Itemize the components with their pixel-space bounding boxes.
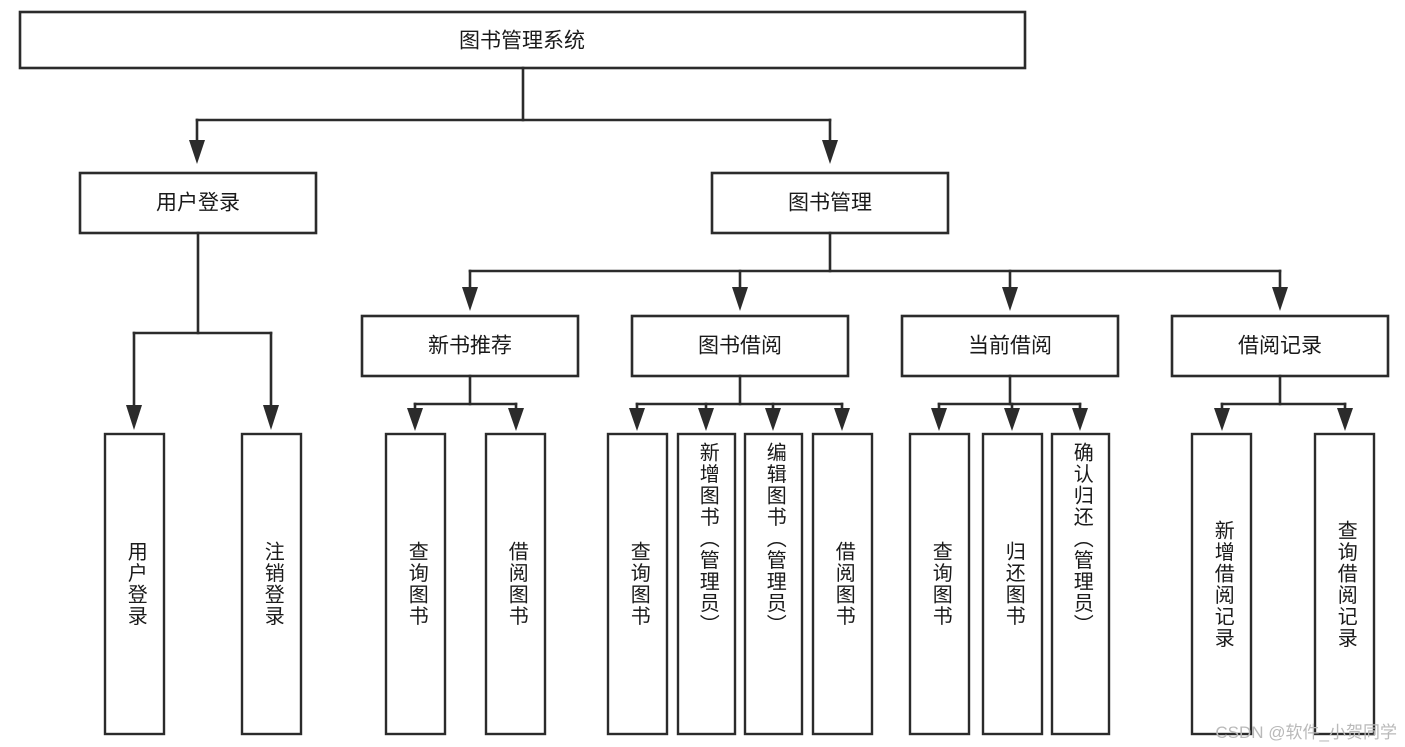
arrow-head-leaf-rec-borrow — [508, 408, 524, 431]
leaf-br-add-label: 新增借阅记录 — [1211, 519, 1234, 649]
user-login-label: 用户登录 — [156, 192, 240, 215]
leaf-cb-return[interactable]: 归还图书 — [983, 434, 1042, 734]
arrow-head-leaf-bb-borrow — [834, 408, 850, 431]
arrow-head-leaf-br-add — [1214, 408, 1230, 431]
node-user-login[interactable]: 用户登录 — [78, 171, 318, 235]
leaf-cb-query[interactable]: 查询图书 — [910, 434, 969, 734]
connector-book-manage-to-level3 — [462, 231, 1288, 311]
arrow-head-leaf-bb-query — [629, 408, 645, 431]
leaf-rec-query[interactable]: 查询图书 — [386, 434, 445, 734]
leaf-cb-query-box[interactable] — [908, 432, 971, 736]
leaf-bb-query-box[interactable] — [606, 432, 669, 736]
leaf-boxes — [103, 432, 1376, 736]
leaf-br-add-box[interactable] — [1190, 432, 1253, 736]
leaf-br-query-label: 查询借阅记录 — [1334, 519, 1357, 649]
arrow-head-new-book-rec — [462, 287, 478, 311]
arrow-head-user-login — [189, 140, 205, 164]
node-book-borrow[interactable]: 图书借阅 — [630, 314, 850, 378]
connector-new-book-rec-to-leaves — [407, 374, 524, 431]
leaf-br-query[interactable]: 查询借阅记录 — [1315, 434, 1374, 734]
leaf-bb-edit-label: 编辑图书（管理员） — [763, 442, 786, 636]
arrow-head-leaf-bb-add — [698, 408, 714, 431]
borrow-record-label: 借阅记录 — [1238, 335, 1322, 358]
leaf-user-logout-label: 注销登录 — [261, 541, 284, 627]
leaf-bb-edit-box[interactable] — [743, 432, 804, 736]
connector-root-to-level2 — [189, 66, 838, 164]
new-book-rec-label: 新书推荐 — [428, 335, 512, 358]
node-current-borrow[interactable]: 当前借阅 — [900, 314, 1120, 378]
leaf-bb-query-label: 查询图书 — [627, 541, 650, 627]
leaf-cb-query-label: 查询图书 — [929, 541, 952, 627]
leaf-user-login[interactable]: 用户登录 — [105, 434, 164, 734]
book-borrow-label: 图书借阅 — [698, 335, 782, 358]
node-root[interactable]: 图书管理系统 — [18, 10, 1027, 70]
connector-book-borrow-to-leaves — [629, 374, 850, 431]
leaf-cb-confirm-label: 确认归还（管理员） — [1070, 442, 1093, 636]
book-manage-label: 图书管理 — [788, 192, 872, 215]
leaf-rec-query-label: 查询图书 — [405, 541, 428, 627]
arrow-head-leaf-cb-confirm — [1072, 408, 1088, 431]
leaf-user-logout[interactable]: 注销登录 — [242, 434, 301, 734]
leaf-br-query-box[interactable] — [1313, 432, 1376, 736]
leaf-cb-return-label: 归还图书 — [1002, 541, 1025, 627]
leaf-cb-confirm[interactable]: 确认归还（管理员） — [1052, 434, 1109, 734]
arrow-head-book-borrow — [732, 287, 748, 311]
user-login-box[interactable] — [78, 171, 318, 235]
arrow-head-book-manage — [822, 140, 838, 164]
connector-user-login-to-leaves — [126, 231, 279, 430]
leaf-user-logout-box[interactable] — [240, 432, 303, 736]
leaf-bb-add[interactable]: 新增图书（管理员） — [678, 434, 735, 734]
borrow-record-box[interactable] — [1170, 314, 1390, 378]
connector-current-borrow-to-leaves — [931, 374, 1088, 431]
arrow-head-current-borrow — [1002, 287, 1018, 311]
arrow-head-leaf-bb-edit — [765, 408, 781, 431]
book-borrow-box[interactable] — [630, 314, 850, 378]
arrow-head-leaf-cb-return — [1004, 408, 1020, 431]
leaf-bb-borrow-label: 借阅图书 — [832, 541, 855, 627]
leaf-rec-borrow-box[interactable] — [484, 432, 547, 736]
leaf-cb-confirm-box[interactable] — [1050, 432, 1111, 736]
node-new-book-rec[interactable]: 新书推荐 — [360, 314, 580, 378]
node-borrow-record[interactable]: 借阅记录 — [1170, 314, 1390, 378]
root-label: 图书管理系统 — [459, 30, 585, 53]
new-book-rec-box[interactable] — [360, 314, 580, 378]
current-borrow-label: 当前借阅 — [968, 335, 1052, 358]
arrow-head-leaf-rec-query — [407, 408, 423, 431]
node-book-manage[interactable]: 图书管理 — [710, 171, 950, 235]
arrow-head-leaf-user-login — [126, 405, 142, 430]
arrow-head-leaf-br-query — [1337, 408, 1353, 431]
book-manage-box[interactable] — [710, 171, 950, 235]
leaf-bb-query[interactable]: 查询图书 — [608, 434, 667, 734]
arrow-head-borrow-record — [1272, 287, 1288, 311]
leaf-user-login-label: 用户登录 — [124, 541, 147, 627]
root-box[interactable] — [18, 10, 1027, 70]
leaf-bb-borrow[interactable]: 借阅图书 — [813, 434, 872, 734]
leaf-bb-edit[interactable]: 编辑图书（管理员） — [745, 434, 802, 734]
leaf-bb-add-label: 新增图书（管理员） — [696, 442, 719, 636]
leaf-rec-borrow-label: 借阅图书 — [505, 541, 528, 627]
leaf-rec-borrow[interactable]: 借阅图书 — [486, 434, 545, 734]
leaf-rec-query-box[interactable] — [384, 432, 447, 736]
arrow-head-leaf-user-logout — [263, 405, 279, 430]
leaf-bb-add-box[interactable] — [676, 432, 737, 736]
arrow-head-leaf-cb-query — [931, 408, 947, 431]
leaf-br-add[interactable]: 新增借阅记录 — [1192, 434, 1251, 734]
leaf-bb-borrow-box[interactable] — [811, 432, 874, 736]
csdn-watermark: CSDN @软件_小贺同学 — [1215, 723, 1397, 742]
leaf-cb-return-box[interactable] — [981, 432, 1044, 736]
leaf-user-login-box[interactable] — [103, 432, 166, 736]
connector-borrow-record-to-leaves — [1214, 374, 1353, 431]
